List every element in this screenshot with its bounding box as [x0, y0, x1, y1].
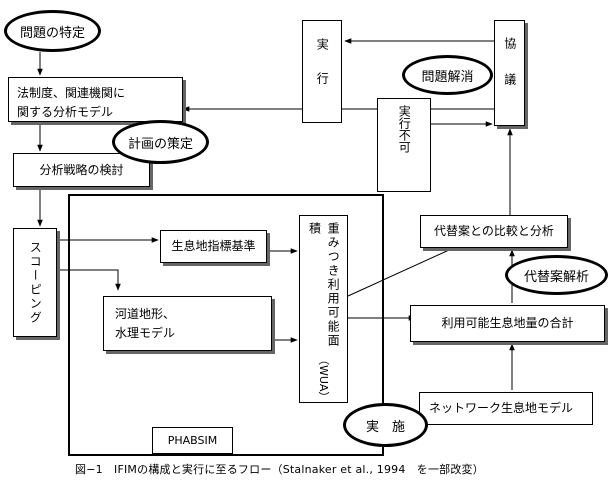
total-habitat-label: 利用可能生息地量の合計: [441, 316, 574, 331]
problem-resolution-oval: 問題解消: [402, 55, 493, 95]
implementation-label: 実 施: [365, 419, 405, 435]
not-executable-label: 実行不可: [397, 105, 412, 153]
alternative-analysis-oval: 代替案解析: [505, 255, 608, 295]
implementation-oval: 実 施: [343, 403, 428, 447]
alternative-comparison-box: 代替案との比較と分析: [420, 215, 568, 248]
network-habitat-label: ネットワーク生息地モデル: [429, 401, 574, 416]
analysis-strategy-label: 分析戦略の検討: [39, 162, 124, 177]
execution-box: 実行: [302, 20, 342, 123]
analysis-strategy-box: 分析戦略の検討: [13, 153, 150, 187]
figure-caption: 図−1 IFIMの構成と実行に至るフロー（Stalnaker et al., 1…: [75, 463, 484, 476]
scoping-label: スコーピング: [28, 240, 43, 325]
problem-identification-oval: 問題の特定: [4, 10, 101, 52]
wua-abbrev: （WUA）: [317, 353, 331, 402]
phabsim-label-box: PHABSIM: [152, 427, 233, 454]
habitat-criteria-box: 生息地指標基準: [160, 230, 267, 263]
arrow-wua-to-alternative: [347, 244, 461, 297]
channel-hydraulic-box: 河道地形、 水理モデル: [103, 296, 272, 351]
plan-formulation-label: 計画の策定: [127, 136, 193, 152]
alternative-comparison-label: 代替案との比較と分析: [434, 224, 554, 239]
scoping-box: スコーピング: [13, 228, 57, 337]
not-executable-box: 実行不可: [377, 98, 431, 192]
wua-label: 重みつき利用可能面積: [307, 222, 341, 348]
negotiation-box: 協議: [494, 20, 525, 126]
wua-box: 重みつき利用可能面積 （WUA）: [299, 215, 348, 403]
network-habitat-box: ネットワーク生息地モデル: [419, 392, 593, 425]
legal-framework-box: 法制度、関連機関に 関する分析モデル: [8, 77, 183, 122]
negotiation-label: 協議: [502, 37, 517, 109]
problem-identification-label: 問題の特定: [19, 25, 85, 41]
alternative-analysis-label: 代替案解析: [523, 269, 589, 285]
channel-line1: 河道地形、: [115, 307, 176, 321]
plan-formulation-oval: 計画の策定: [112, 120, 209, 164]
total-habitat-box: 利用可能生息地量の合計: [410, 305, 605, 342]
habitat-criteria-label: 生息地指標基準: [171, 239, 256, 254]
legal-framework-line1: 法制度、関連機関に: [17, 86, 126, 100]
legal-framework-line2: 関する分析モデル: [17, 104, 114, 119]
problem-resolution-label: 問題解消: [421, 69, 474, 85]
phabsim-label: PHABSIM: [167, 433, 218, 447]
execution-label: 実行: [315, 37, 330, 106]
phabsim-enclosure: [68, 194, 384, 456]
channel-line2: 水理モデル: [115, 325, 176, 340]
arrow-scoping-to-channel: [57, 269, 121, 291]
